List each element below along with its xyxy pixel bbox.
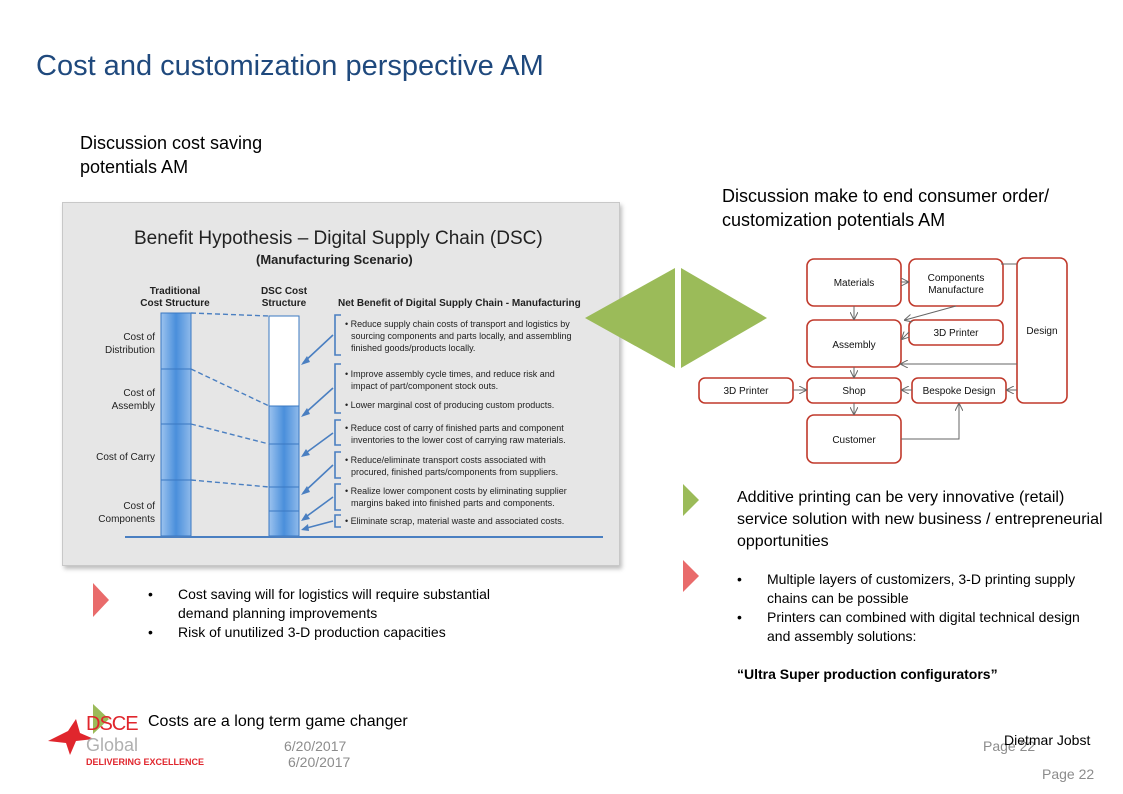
- flow-arrows: [793, 263, 1017, 440]
- right-bullet-list: Multiple layers of customizers, 3-D prin…: [737, 570, 1097, 646]
- flow-label-shop: Shop: [842, 386, 866, 397]
- dsc-bar-components-b: [268, 510, 300, 537]
- right-lead-text: Additive printing can be very innovative…: [737, 489, 1103, 550]
- flow-label-assembly: Assembly: [832, 340, 875, 351]
- col-traditional-line1: Traditional: [150, 286, 201, 297]
- row-label-components-1: Cost of: [123, 501, 155, 512]
- col-net-benefit: Net Benefit of Digital Supply Chain - Ma…: [338, 298, 581, 309]
- benefit-arrows: [302, 334, 334, 530]
- footer-date-2: 6/20/2017: [288, 754, 351, 770]
- dsc-bar-carry: [268, 443, 300, 488]
- left-bullet-1: Cost saving will for logistics will requ…: [148, 585, 508, 623]
- flow-box-design: [1016, 257, 1068, 404]
- col-dsc-line1: DSC Cost: [261, 286, 308, 297]
- flow-label-customer: Customer: [832, 435, 876, 446]
- benefit-4-line2: inventories to the lower cost of carryin…: [351, 435, 566, 445]
- benefit-4-line1: • Reduce cost of carry of finished parts…: [345, 423, 564, 433]
- right-bullet-2: Printers can combined with digital techn…: [737, 608, 1097, 646]
- flow-label-materials: Materials: [834, 278, 875, 289]
- double-arrow-icon: [585, 268, 767, 368]
- pink-marker-icon-left: [93, 583, 109, 617]
- dsc-figure-title: Benefit Hypothesis – Digital Supply Chai…: [134, 228, 543, 249]
- logo-main-text: DSCE: [86, 713, 139, 735]
- flow-label-printer-left: 3D Printer: [723, 386, 769, 397]
- dsc-bar-components-a: [268, 486, 300, 512]
- benefit-7-line1: • Eliminate scrap, material waste and as…: [345, 516, 564, 526]
- dsce-logo: DSCE Global DELIVERING EXCELLENCE: [46, 713, 206, 769]
- dsc-figure-svg: Benefit Hypothesis – Digital Supply Chai…: [96, 228, 603, 538]
- right-bullet-1: Multiple layers of customizers, 3-D prin…: [737, 570, 1097, 608]
- dsc-figure-subtitle: (Manufacturing Scenario): [256, 252, 413, 267]
- dsc-bar-assembly: [268, 405, 300, 445]
- green-marker-icon-left: [93, 704, 109, 734]
- benefit-5-line1: • Reduce/eliminate transport costs assoc…: [345, 455, 546, 465]
- right-arrow-shape: [681, 268, 767, 368]
- row-label-components-2: Components: [98, 514, 155, 525]
- footer-author: Dietmar Jobst: [1004, 732, 1091, 748]
- logo-tagline: DELIVERING EXCELLENCE: [86, 757, 205, 767]
- bird-logo-icon: [48, 719, 94, 755]
- pink-marker-icon: [683, 560, 699, 592]
- left-heading: Discussion cost saving potentials AM: [80, 133, 263, 177]
- flow-label-bespoke: Bespoke Design: [923, 386, 996, 397]
- benefit-6-line1: • Realize lower component costs by elimi…: [345, 486, 567, 496]
- row-label-distribution-2: Distribution: [105, 345, 155, 356]
- benefit-5-line2: procured, finished parts/components from…: [351, 467, 558, 477]
- benefit-2-line1: • Improve assembly cycle times, and redu…: [345, 369, 555, 379]
- footer-page-ghost: Page 22: [983, 738, 1036, 754]
- right-quote: “Ultra Super production configurators”: [737, 666, 998, 682]
- right-heading: Discussion make to end consumer order/ c…: [722, 186, 1050, 230]
- logo-global-text: Global: [86, 735, 139, 755]
- col-dsc-line2: Structure: [262, 298, 307, 309]
- col-traditional-line2: Cost Structure: [140, 298, 210, 309]
- benefit-6-line2: margins baked into finished parts and co…: [351, 498, 555, 508]
- dsc-benefit-figure: Benefit Hypothesis – Digital Supply Chai…: [62, 202, 620, 566]
- row-label-assembly-1: Cost of: [123, 388, 155, 399]
- left-bullet-2: Risk of unutilized 3-D production capaci…: [148, 623, 508, 642]
- benefit-2-line2: impact of part/component stock outs.: [351, 381, 498, 391]
- trad-bar-carry: [160, 423, 192, 481]
- footer-date-1: 6/20/2017: [284, 738, 347, 754]
- benefit-1-line2: sourcing components and parts locally, a…: [351, 331, 571, 341]
- bar-connectors: [190, 312, 270, 488]
- dsc-bar-saved: [268, 315, 300, 407]
- row-label-carry: Cost of Carry: [96, 452, 155, 463]
- row-label-assembly-2: Assembly: [112, 401, 155, 412]
- left-arrow-shape: [585, 268, 675, 368]
- benefit-1-line3: finished goods/products locally.: [351, 343, 475, 353]
- footer-page-number: Page 22: [1042, 766, 1095, 782]
- trad-bar-distribution: [160, 312, 192, 370]
- left-bullet-list: Cost saving will for logistics will requ…: [148, 585, 508, 642]
- flow-label-design: Design: [1026, 326, 1057, 337]
- benefit-3-line1: • Lower marginal cost of producing custo…: [345, 400, 554, 410]
- benefit-1-line1: • Reduce supply chain costs of transport…: [345, 319, 570, 329]
- benefit-arrowheads: [301, 356, 310, 531]
- slide-title: Cost and customization perspective AM: [36, 50, 544, 82]
- trad-bar-components: [160, 479, 192, 537]
- benefit-brackets: [334, 314, 341, 528]
- left-conclusion: Costs are a long term game changer: [148, 713, 408, 730]
- green-marker-icon: [683, 484, 699, 516]
- trad-bar-assembly: [160, 368, 192, 425]
- row-label-distribution-1: Cost of: [123, 332, 155, 343]
- flow-label-printer-top: 3D Printer: [933, 328, 979, 339]
